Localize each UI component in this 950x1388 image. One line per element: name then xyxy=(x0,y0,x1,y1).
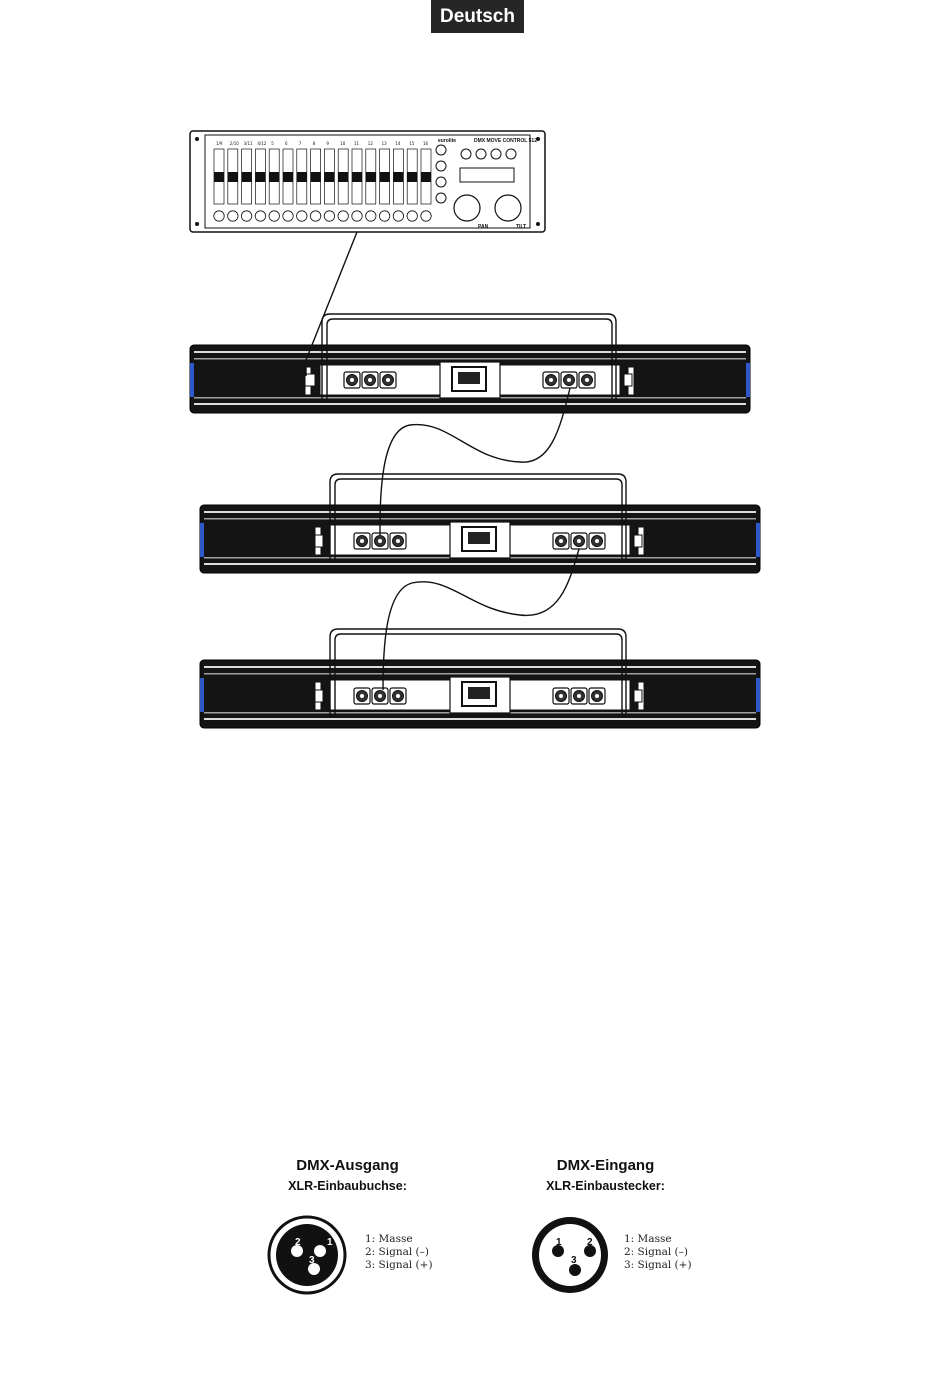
xlr-output-socket-icon: 2 1 3 xyxy=(269,1217,345,1293)
in-pin-1: 1 xyxy=(556,1237,562,1248)
output-subtitle: XLR-Einbaubuchse: xyxy=(255,1179,440,1193)
in-pin-3: 3 xyxy=(571,1255,577,1266)
fader-knob xyxy=(228,172,238,182)
fader-channel-label: 11 xyxy=(354,141,360,146)
out-pin-1: 1 xyxy=(327,1237,333,1248)
dmx-cables xyxy=(306,232,579,690)
channel-button xyxy=(324,211,334,221)
xlr-input-plug-icon: 1 2 3 xyxy=(532,1217,608,1293)
controller-model: DMX MOVE CONTROL 512 xyxy=(474,138,537,144)
fixture-bar-1 xyxy=(190,345,750,413)
fader-knob xyxy=(214,172,224,182)
controller-brand: eurolite xyxy=(438,138,456,144)
channel-button xyxy=(269,211,279,221)
fader-knob xyxy=(352,172,362,182)
out-pin-3: 3 xyxy=(309,1255,315,1266)
tilt-label: TILT xyxy=(516,224,526,230)
fader-channel-label: 4/12 xyxy=(257,141,266,146)
fader-knob xyxy=(366,172,376,182)
input-subtitle: XLR-Einbaustecker: xyxy=(513,1179,698,1193)
fader-knob xyxy=(421,172,431,182)
channel-button xyxy=(338,211,348,221)
fader-channel-label: 12 xyxy=(368,141,374,146)
input-legend-2: 2: Signal (–) xyxy=(624,1246,692,1259)
input-heading: DMX-Eingang XLR-Einbaustecker: xyxy=(513,1157,698,1193)
channel-button xyxy=(283,211,293,221)
fader-knob xyxy=(324,172,334,182)
input-legend-3: 3: Signal (+) xyxy=(624,1259,692,1272)
pan-wheel xyxy=(454,195,480,221)
fader-channel-label: 3/11 xyxy=(244,141,253,146)
dmx-controller: eurolite DMX MOVE CONTROL 512 1/9 2/10 3/1… xyxy=(190,131,545,232)
fixture-bar-2 xyxy=(200,505,760,573)
channel-button xyxy=(310,211,320,221)
fader-channel-label: 1/9 xyxy=(216,141,223,146)
fader-channel-label: 16 xyxy=(423,141,429,146)
channel-button xyxy=(228,211,238,221)
fader-channel-label: 2/10 xyxy=(230,141,239,146)
fader-knob xyxy=(255,172,265,182)
fader-knob xyxy=(338,172,348,182)
channel-button xyxy=(421,211,431,221)
input-pin-legend: 1: Masse 2: Signal (–) 3: Signal (+) xyxy=(624,1233,692,1272)
channel-button xyxy=(379,211,389,221)
input-title: DMX-Eingang xyxy=(513,1157,698,1174)
fader-channel-label: 13 xyxy=(382,141,388,146)
fader-knob xyxy=(311,172,321,182)
channel-button xyxy=(352,211,362,221)
fader-channel-label: 14 xyxy=(395,141,401,146)
fader-knob xyxy=(393,172,403,182)
fader-channel-label: 7 xyxy=(299,141,302,146)
input-legend-1: 1: Masse xyxy=(624,1233,692,1246)
fader-knob xyxy=(269,172,279,182)
fader-knob xyxy=(380,172,390,182)
channel-button xyxy=(366,211,376,221)
output-legend-2: 2: Signal (–) xyxy=(365,1246,433,1259)
fader-knob xyxy=(283,172,293,182)
channel-button xyxy=(393,211,403,221)
in-pin-2: 2 xyxy=(587,1237,593,1248)
fader-channel-label: 9 xyxy=(326,141,329,146)
channel-button xyxy=(214,211,224,221)
output-heading: DMX-Ausgang XLR-Einbaubuchse: xyxy=(255,1157,440,1193)
fader-knob xyxy=(242,172,252,182)
fader-channel-label: 10 xyxy=(340,141,346,146)
tilt-wheel xyxy=(495,195,521,221)
fader-knob xyxy=(407,172,417,182)
channel-button xyxy=(241,211,251,221)
output-title: DMX-Ausgang xyxy=(255,1157,440,1174)
output-pin-legend: 1: Masse 2: Signal (–) 3: Signal (+) xyxy=(365,1233,433,1272)
channel-button xyxy=(407,211,417,221)
output-legend-3: 3: Signal (+) xyxy=(365,1259,433,1272)
channel-button xyxy=(255,211,265,221)
pan-label: PAN xyxy=(478,224,489,230)
fader-channel-label: 8 xyxy=(313,141,316,146)
fader-knob xyxy=(297,172,307,182)
output-legend-1: 1: Masse xyxy=(365,1233,433,1246)
fixture-bar-3 xyxy=(200,660,760,728)
channel-button xyxy=(297,211,307,221)
out-pin-2: 2 xyxy=(295,1237,301,1248)
fader-channel-label: 15 xyxy=(409,141,415,146)
